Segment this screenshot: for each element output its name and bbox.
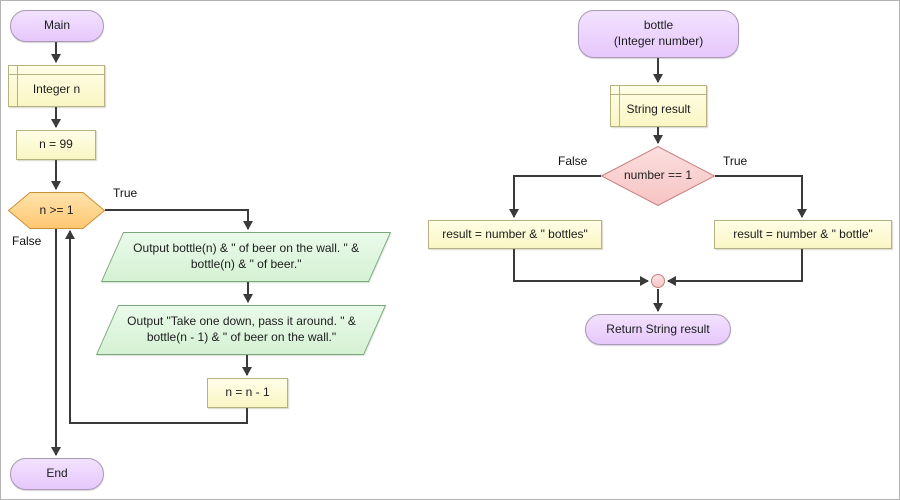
assign-decrement-label: n = n - 1 <box>225 385 270 400</box>
edge-true-branch-to-merge <box>667 249 803 286</box>
decision-false-edge-label: False <box>558 154 588 168</box>
loop-true-edge-label: True <box>113 186 138 200</box>
assign-n-99-label: n = 99 <box>39 137 73 152</box>
decision-number-label: number == 1 <box>623 168 693 183</box>
merge-connector-node[interactable] <box>651 274 665 288</box>
diamond-shape <box>601 146 715 206</box>
assign-decrement-node[interactable]: n = n - 1 <box>207 378 288 408</box>
declare-integer-n-label: Integer n <box>32 82 81 97</box>
output-statement-2-node[interactable]: Output "Take one down, pass it around. "… <box>95 305 387 355</box>
hexagon-shape <box>8 192 105 229</box>
edge-decision-false <box>509 175 601 218</box>
main-start-label: Main <box>43 18 70 33</box>
main-start-node[interactable]: Main <box>10 10 104 42</box>
edge-false-branch-to-merge <box>513 249 649 286</box>
declare-string-result-label: String result <box>626 102 691 117</box>
return-node[interactable]: Return String result <box>585 314 731 345</box>
decision-true-edge-label: True <box>723 154 748 168</box>
return-label: Return String result <box>606 321 710 336</box>
edge-loop-back <box>65 230 248 424</box>
loop-false-edge-label: False <box>12 234 42 248</box>
declare-integer-n-node[interactable]: Integer n <box>8 65 105 107</box>
assign-bottle-node[interactable]: result = number & " bottle" <box>714 220 892 249</box>
decision-number-node[interactable]: number == 1 <box>601 146 715 206</box>
loop-condition-node[interactable]: n >= 1 <box>8 192 105 229</box>
assign-bottle-label: result = number & " bottle" <box>733 226 873 241</box>
bottle-function-start-node[interactable]: bottle (Integer number) <box>578 10 739 58</box>
bottle-function-start-label: bottle (Integer number) <box>613 18 704 48</box>
output-statement-1-label: Output bottle(n) & " of beer on the wall… <box>133 241 359 271</box>
output-statement-2-label: Output "Take one down, pass it around. "… <box>126 314 356 344</box>
edge-loop-true <box>105 209 253 230</box>
main-end-node[interactable]: End <box>10 458 104 490</box>
declare-string-result-node[interactable]: String result <box>610 85 707 127</box>
assign-bottles-node[interactable]: result = number & " bottles" <box>428 220 602 249</box>
loop-condition-label: n >= 1 <box>39 202 74 217</box>
output-statement-1-node[interactable]: Output bottle(n) & " of beer on the wall… <box>100 232 392 282</box>
main-end-label: End <box>46 466 68 481</box>
assign-n-99-node[interactable]: n = 99 <box>16 130 96 160</box>
assign-bottles-label: result = number & " bottles" <box>442 226 588 241</box>
edge-decision-true <box>715 175 807 218</box>
